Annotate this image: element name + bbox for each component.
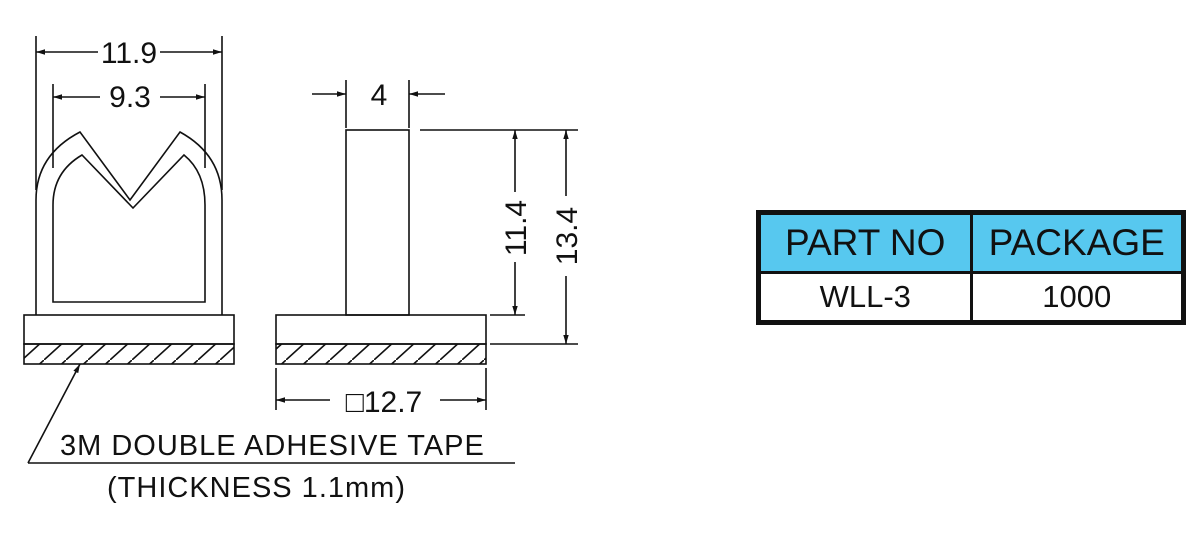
table-row: WLL-3 1000 xyxy=(757,271,1185,324)
dim-base-square: □12.7 xyxy=(346,386,423,419)
header-package: PACKAGE xyxy=(969,211,1185,274)
front-tape-layer xyxy=(23,343,235,365)
clip-inner-outline xyxy=(52,153,206,303)
side-stem xyxy=(345,129,410,316)
header-part-no: PART NO xyxy=(757,211,973,274)
clip-outer-outline xyxy=(35,130,223,315)
tape-note-line2: (THICKNESS 1.1mm) xyxy=(107,472,406,504)
dim-overall-width: 11.9 xyxy=(101,37,157,70)
tape-leader-line xyxy=(27,363,81,464)
front-base-plate xyxy=(23,314,235,345)
cell-part-no: WLL-3 xyxy=(757,271,973,324)
cell-package: 1000 xyxy=(969,271,1185,324)
table-header-row: PART NO PACKAGE xyxy=(757,211,1185,274)
side-base-plate xyxy=(275,314,487,345)
dim-inner-width: 9.3 xyxy=(109,81,151,114)
dim-total-height: 13.4 xyxy=(551,207,584,265)
front-view xyxy=(23,36,515,464)
side-tape-layer xyxy=(275,343,487,365)
dim-stem-width: 4 xyxy=(371,79,388,112)
tape-note-line1: 3M DOUBLE ADHESIVE TAPE xyxy=(60,430,485,462)
side-view xyxy=(275,80,578,410)
part-table: PART NO PACKAGE WLL-3 1000 xyxy=(756,210,1186,325)
dim-stem-height: 11.4 xyxy=(500,200,533,256)
